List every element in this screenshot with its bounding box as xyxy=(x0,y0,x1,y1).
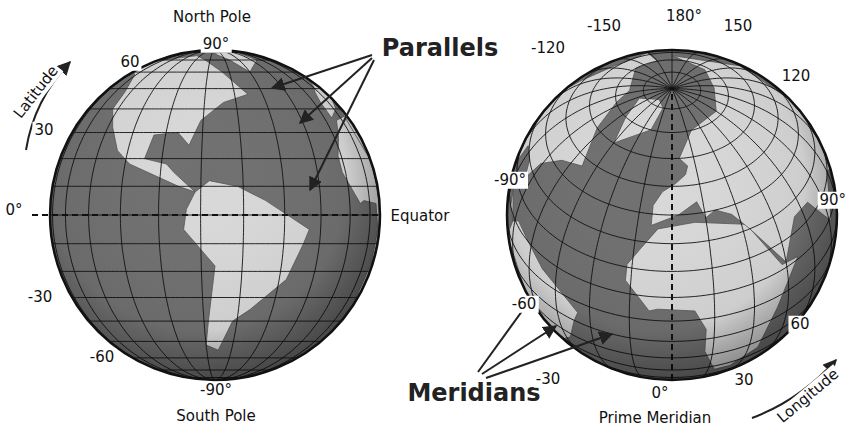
callout-label: Parallels xyxy=(380,35,500,61)
axis-label: -90° xyxy=(198,382,234,399)
axis-label: 120 xyxy=(780,68,813,85)
ocean xyxy=(507,50,837,380)
axis-label: -90° xyxy=(492,172,528,189)
axis-label: 0° xyxy=(649,385,670,402)
axis-label: 90° xyxy=(201,36,232,53)
right-globe xyxy=(507,50,837,380)
axis-label: 30 xyxy=(732,372,755,389)
callout-label: Meridians xyxy=(405,380,542,406)
axis-label: South Pole xyxy=(174,408,257,425)
axis-label: Longitude xyxy=(773,364,844,427)
axis-label: -30 xyxy=(534,371,563,388)
axis-label: 150 xyxy=(722,18,755,35)
axis-label: -30 xyxy=(26,289,55,306)
equator-line xyxy=(32,214,382,216)
axis-label: -120 xyxy=(529,40,567,57)
axis-label: 60 xyxy=(788,316,811,333)
axis-label: -60 xyxy=(510,296,539,313)
axis-label: 60 xyxy=(118,54,141,71)
axis-label: Equator xyxy=(389,208,452,225)
axis-label: 0° xyxy=(3,202,24,219)
axis-label: 30 xyxy=(32,122,55,139)
axis-label: North Pole xyxy=(171,9,253,26)
axis-label: 180° xyxy=(664,8,704,25)
leader-line xyxy=(300,58,372,123)
globe-outline xyxy=(507,50,837,380)
axis-label: Prime Meridian xyxy=(597,410,714,427)
axis-label: -150 xyxy=(585,18,623,35)
axis-label: 90° xyxy=(817,192,848,209)
leader-line xyxy=(310,60,374,190)
axis-label: -60 xyxy=(88,349,117,366)
left-globe xyxy=(50,47,383,380)
